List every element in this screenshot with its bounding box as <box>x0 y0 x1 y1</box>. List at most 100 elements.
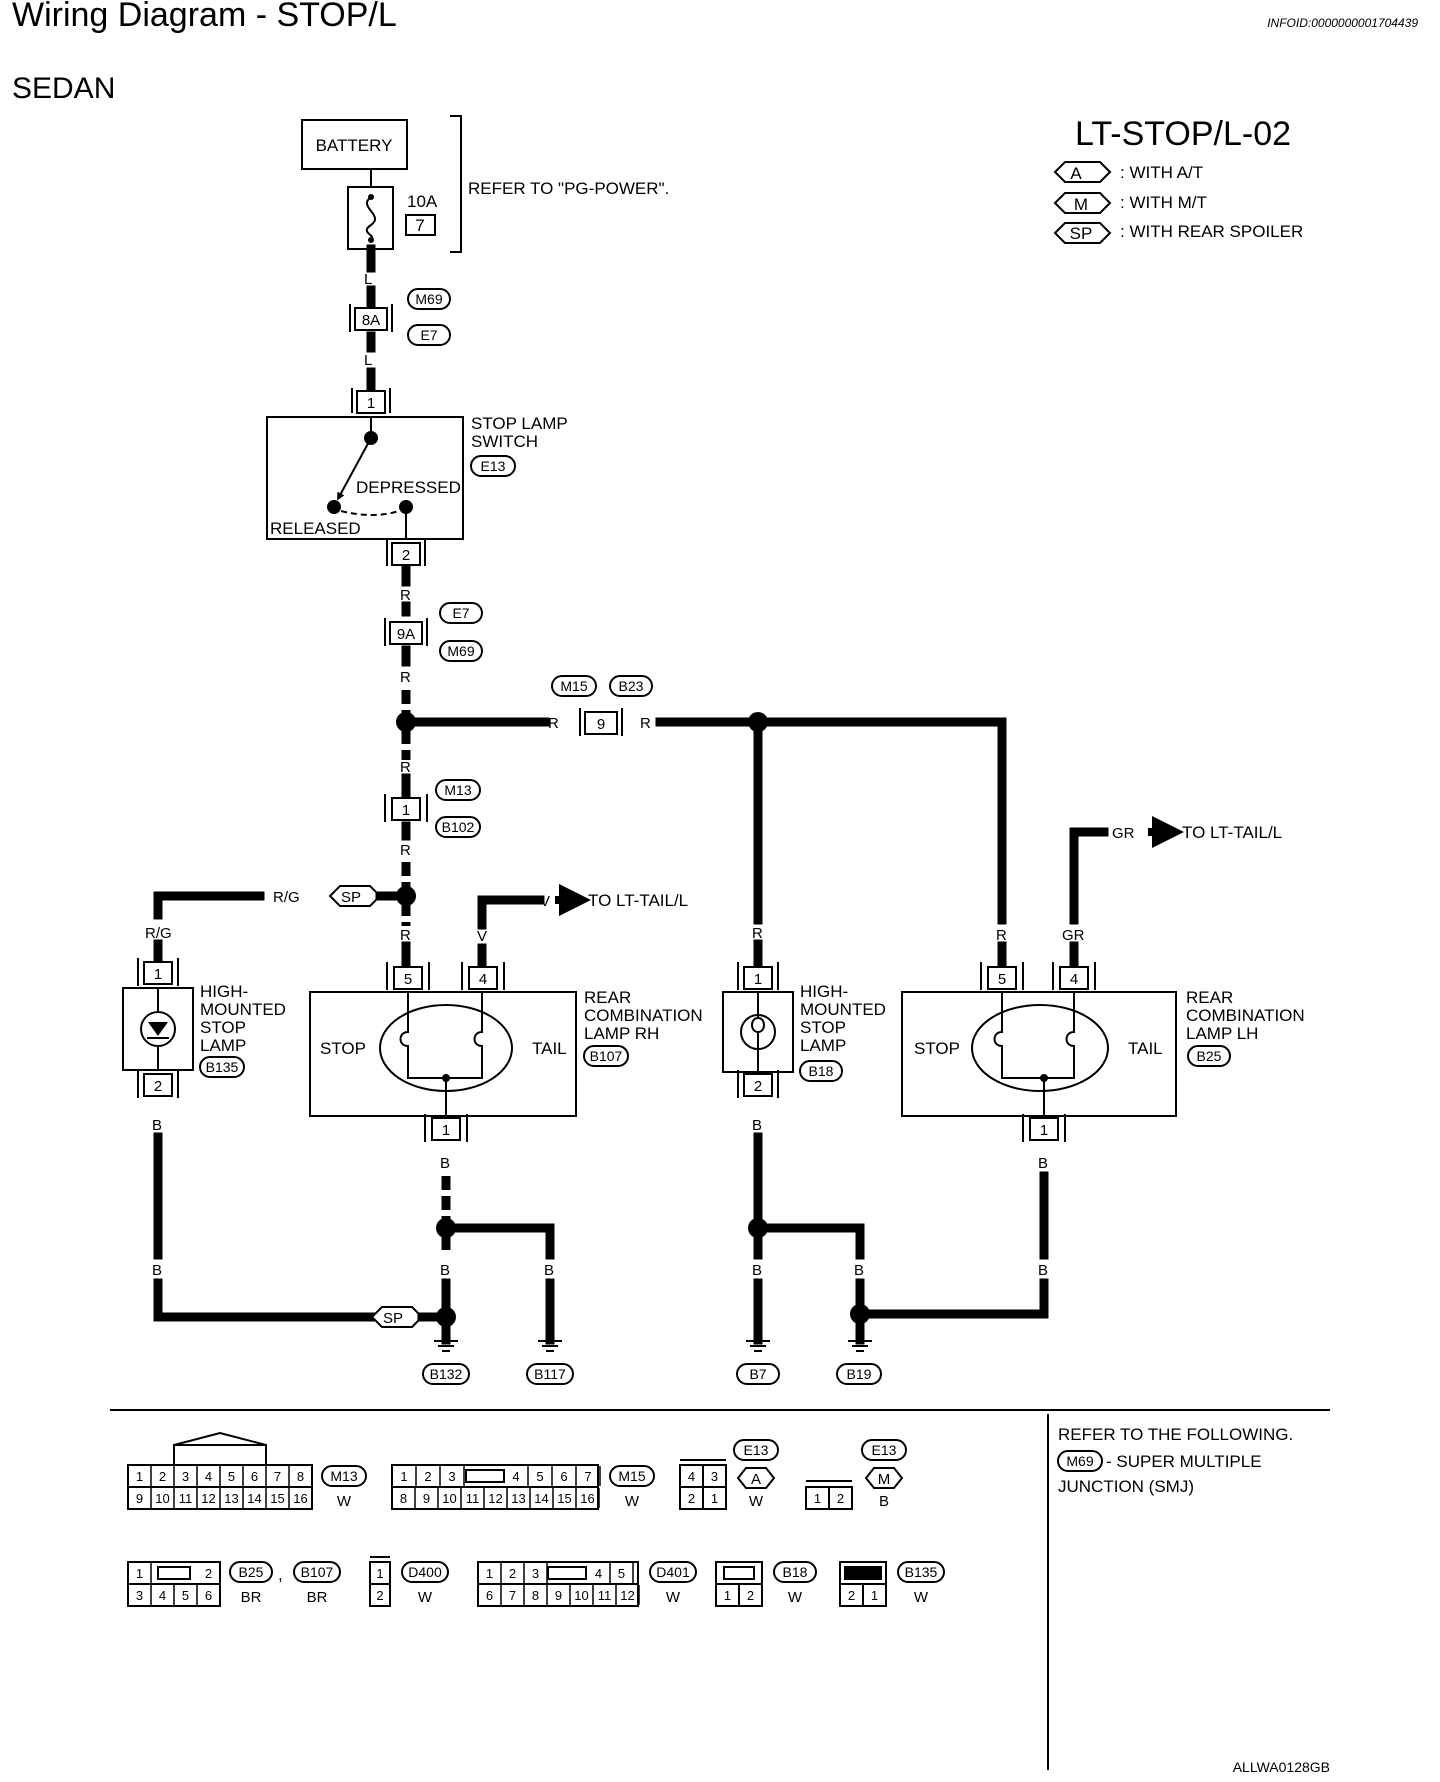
wire-label-b8: B <box>854 1262 864 1279</box>
m13-pin: 13 <box>224 1491 238 1506</box>
connector-b132: B132 <box>430 1366 463 1382</box>
wire-label-v2: V <box>477 928 487 945</box>
e13m-pin: 2 <box>837 1491 844 1506</box>
b25-pin: 2 <box>205 1566 212 1581</box>
switch-label-2: SWITCH <box>471 432 538 451</box>
rh-stop-label: STOP <box>320 1039 366 1058</box>
m15-pin: 6 <box>560 1469 567 1484</box>
m13-pin: 15 <box>270 1491 284 1506</box>
face-b107-color: BR <box>307 1589 328 1606</box>
connector-b19: B19 <box>847 1366 872 1382</box>
wire-label-r5: R <box>400 927 411 944</box>
pin-5-lh: 5 <box>998 971 1006 988</box>
m15-pin: 4 <box>512 1469 519 1484</box>
d401-pin: 5 <box>618 1566 625 1581</box>
rear-combination-lamp-rh[interactable] <box>309 991 577 1117</box>
wire-label-b9: B <box>1038 1155 1048 1172</box>
refer-following: REFER TO THE FOLLOWING. <box>1058 1425 1293 1444</box>
connector-face-e13-at <box>679 1459 727 1510</box>
wire-label-rg1: R/G <box>273 889 300 906</box>
m15-pin: 15 <box>557 1491 571 1506</box>
d401-pin: 9 <box>555 1588 562 1603</box>
pin-8a: 8A <box>362 312 380 329</box>
b25-pin: 5 <box>182 1588 189 1603</box>
switch-label-1: STOP LAMP <box>471 414 568 433</box>
m15-pin: 3 <box>448 1469 455 1484</box>
lh-stop-label: STOP <box>914 1039 960 1058</box>
refer-power: REFER TO "PG-POWER". <box>468 179 669 198</box>
m13-pin: 7 <box>274 1469 281 1484</box>
face-b25-color: BR <box>241 1589 262 1606</box>
m15-pin: 12 <box>488 1491 502 1506</box>
m13-pin: 12 <box>201 1491 215 1506</box>
m15-pin: 16 <box>580 1491 594 1506</box>
wire-label-gr1: GR <box>1112 825 1135 842</box>
m13-pin: 2 <box>159 1469 166 1484</box>
variant-label: SEDAN <box>12 72 116 105</box>
e13a-pin: 4 <box>688 1469 695 1484</box>
m15-pin: 9 <box>423 1491 430 1506</box>
hmsl2-label-4: LAMP <box>800 1036 846 1055</box>
pin-2-switch: 2 <box>402 547 410 564</box>
m13-pin: 14 <box>247 1491 261 1506</box>
m13-pin: 4 <box>205 1469 212 1484</box>
connector-b23: B23 <box>619 678 644 694</box>
m13-pin: 11 <box>179 1491 193 1506</box>
pin-1-lh: 1 <box>1040 1122 1048 1139</box>
connector-b18: B18 <box>809 1063 834 1079</box>
face-e13a-color: W <box>749 1493 764 1510</box>
b135-pin: 2 <box>848 1588 855 1603</box>
fuse-number: 7 <box>415 216 424 235</box>
m13-pin: 10 <box>155 1491 169 1506</box>
rh-tail-label: TAIL <box>532 1039 567 1058</box>
pin-2-b135: 2 <box>154 1078 162 1095</box>
m15-pin: 11 <box>466 1491 480 1506</box>
m15-pin: 5 <box>536 1469 543 1484</box>
connector-b7: B7 <box>749 1366 766 1382</box>
rear-combination-lamp-lh[interactable] <box>901 991 1177 1117</box>
m15-pin: 7 <box>584 1469 591 1484</box>
face-e13m-id: E13 <box>872 1442 897 1458</box>
m15-pin: 14 <box>534 1491 548 1506</box>
wire-label-r2: R <box>400 669 411 686</box>
info-id: INFOID:0000000001704439 <box>1267 16 1418 30</box>
pin-9a: 9A <box>397 626 415 643</box>
hmsl-label-2: MOUNTED <box>200 1000 286 1019</box>
battery-box <box>301 119 408 170</box>
hmsl-label-4: LAMP <box>200 1036 246 1055</box>
pin-2-b18: 2 <box>754 1078 762 1095</box>
wire-label-b2: B <box>152 1262 162 1279</box>
m13-pin: 1 <box>136 1469 143 1484</box>
wire-label-r9: R <box>996 927 1007 944</box>
face-m13-id: M13 <box>330 1468 357 1484</box>
d401-pin: 11 <box>598 1588 612 1603</box>
wire-label-b3: B <box>440 1155 450 1172</box>
d401-pin: 1 <box>486 1566 493 1581</box>
rh-label-2: COMBINATION <box>584 1006 703 1025</box>
wire-label-l1: L <box>364 271 372 288</box>
smj-text-2: JUNCTION (SMJ) <box>1058 1477 1194 1496</box>
legend-symbol-at: A <box>1070 164 1082 183</box>
m15-pin: 8 <box>400 1491 407 1506</box>
footer-code: ALLWA0128GB <box>1233 1759 1330 1775</box>
sp-symbol-2: SP <box>383 1310 403 1327</box>
m13-pin: 16 <box>293 1491 307 1506</box>
hmsl2-label-2: MOUNTED <box>800 1000 886 1019</box>
m13-pin: 5 <box>228 1469 235 1484</box>
e13a-pin: 3 <box>711 1469 718 1484</box>
diagram-code: LT-STOP/L-02 <box>1075 115 1291 153</box>
connector-face-b135 <box>839 1561 887 1607</box>
m13-pin: 8 <box>297 1469 304 1484</box>
connector-face-m13 <box>127 1431 313 1510</box>
connector-b25: B25 <box>1197 1048 1222 1064</box>
legend-symbol-sp: SP <box>1070 224 1093 243</box>
sp-symbol-1: SP <box>341 889 361 906</box>
face-e13a-sym: A <box>751 1471 761 1488</box>
ground-b132 <box>434 1340 458 1352</box>
d401-pin: 2 <box>509 1566 516 1581</box>
pin-4-lh: 4 <box>1070 971 1078 988</box>
face-e13m-color: B <box>879 1493 889 1510</box>
wire-label-r1: R <box>400 587 411 604</box>
to-tail-rh: TO LT-TAIL/L <box>588 891 688 910</box>
